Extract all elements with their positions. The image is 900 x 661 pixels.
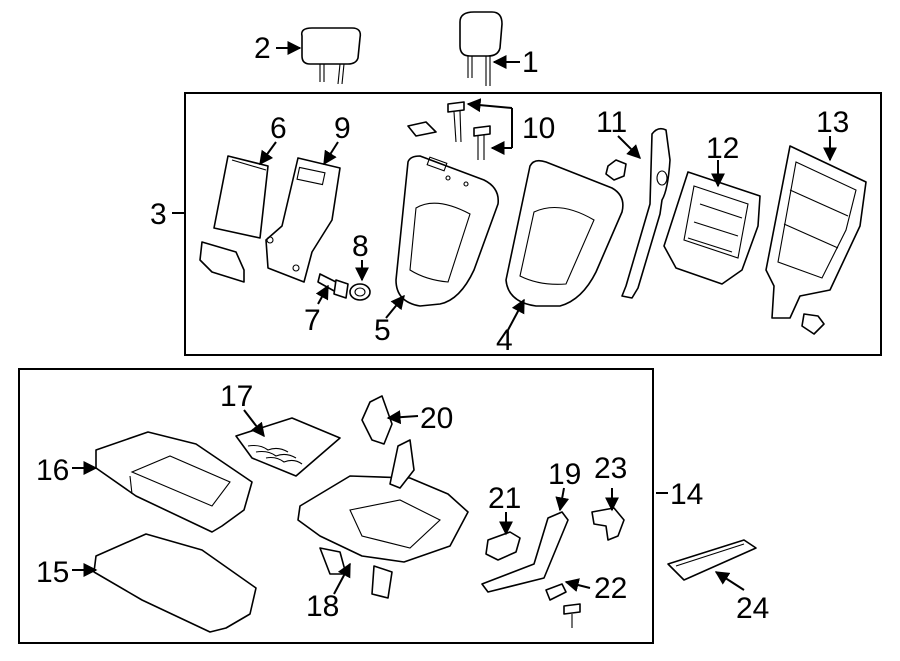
callout-10: 10 [522,112,555,145]
bolt-7[interactable] [317,273,349,299]
callout-13: 13 [816,106,849,139]
headrest-left[interactable] [300,27,362,85]
headrest-right[interactable] [459,11,503,86]
callout-19: 19 [548,458,581,491]
callout-12: 12 [706,132,739,165]
side-shield-19[interactable] [481,511,569,593]
latch-rod-11[interactable] [605,127,671,299]
callout-22: 22 [594,572,627,605]
seatback-panel-13[interactable] [765,145,867,335]
trim-cover-20[interactable] [361,395,393,445]
callout-9: 9 [334,112,351,145]
callout-14: 14 [670,478,703,511]
callout-17: 17 [220,380,253,413]
grommet-8[interactable] [349,283,371,301]
cushion-group-frame [18,368,654,644]
seatback-cover-4[interactable] [505,159,624,307]
cap-22[interactable] [545,583,581,628]
callout-3: 3 [150,198,167,231]
callout-6: 6 [270,112,287,145]
callout-21: 21 [488,482,521,515]
callout-5: 5 [374,314,391,347]
seatback-cushion-5[interactable] [395,155,500,307]
callout-11: 11 [596,106,627,139]
seatback-bracket-9[interactable] [265,157,341,283]
bracket-21[interactable] [485,531,521,561]
cushion-frame-18[interactable] [297,439,469,599]
cushion-pad-15[interactable] [93,533,257,633]
callout-18: 18 [306,590,339,623]
callout-24: 24 [736,592,769,625]
callout-7: 7 [304,304,321,337]
callout-15: 15 [36,556,69,589]
trim-strip-24[interactable] [667,539,757,581]
callout-1: 1 [522,46,539,79]
callout-labels: 1 2 3 4 5 6 7 8 9 10 11 12 13 14 15 16 1… [36,32,849,625]
callout-2: 2 [254,32,271,65]
headrest-guides-10[interactable] [407,101,491,160]
seatback-frame-12[interactable] [663,171,761,285]
seatback-group-frame [184,92,882,356]
clip-23[interactable] [591,507,625,541]
cushion-mat-17[interactable] [235,417,341,477]
leader-lines [72,41,837,595]
armrest-trim-6[interactable] [199,155,269,283]
callout-23: 23 [594,452,627,485]
cushion-assembly-16[interactable] [95,431,253,533]
callout-4: 4 [496,324,513,357]
callout-8: 8 [352,230,369,263]
callout-16: 16 [36,454,69,487]
callout-20: 20 [420,402,453,435]
